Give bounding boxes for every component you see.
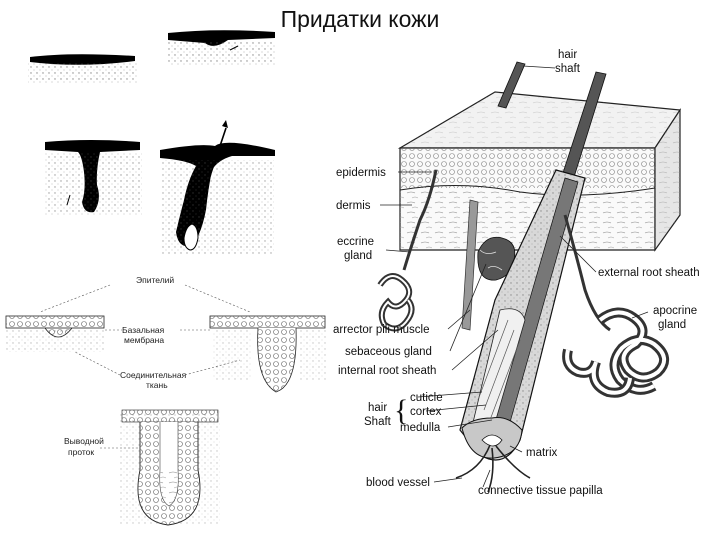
label-sebaceous-gland: sebaceous gland <box>345 346 432 358</box>
development-stage-2 <box>168 30 276 66</box>
label-eccrine-2: gland <box>344 250 372 262</box>
label-apocrine-1: apocrine <box>653 305 697 317</box>
label-external-root-sheath: external root sheath <box>598 267 700 279</box>
label-basal-1: Базальная <box>122 325 165 335</box>
label-hair-shaft-2: shaft <box>555 63 581 75</box>
label-hair-1: hair <box>368 402 387 414</box>
gland-development: Эпителий Базальная мембрана Соединительн… <box>6 275 326 392</box>
label-connective-1: Соединительная <box>120 370 187 380</box>
label-blood-vessel: blood vessel <box>366 477 430 489</box>
label-internal-root-sheath: internal root sheath <box>338 365 436 377</box>
label-connective-tissue-papilla: connective tissue papilla <box>478 485 603 497</box>
label-apocrine-2: gland <box>658 319 686 331</box>
label-medulla: medulla <box>400 422 441 434</box>
development-stage-1 <box>28 54 138 84</box>
label-cortex: cortex <box>410 406 442 418</box>
label-arrector-pili-muscle: arrector pili muscle <box>333 324 430 336</box>
label-duct-2: проток <box>68 447 94 457</box>
development-stage-4 <box>160 120 275 255</box>
label-eccrine-1: eccrine <box>337 236 374 248</box>
label-cuticle: cuticle <box>410 392 443 404</box>
label-duct-1: Выводной <box>64 436 104 446</box>
development-stage-3 <box>44 140 142 216</box>
label-basal-2: мембрана <box>124 335 164 345</box>
label-matrix: matrix <box>526 447 558 459</box>
label-hair-shaft-1: hair <box>558 49 577 61</box>
label-epidermis: epidermis <box>336 167 386 179</box>
label-hair-2: Shaft <box>364 416 392 428</box>
label-dermis: dermis <box>336 200 371 212</box>
label-epithelium: Эпителий <box>136 275 174 285</box>
label-connective-2: ткань <box>146 380 168 390</box>
mature-gland: Выводной проток <box>64 410 220 525</box>
